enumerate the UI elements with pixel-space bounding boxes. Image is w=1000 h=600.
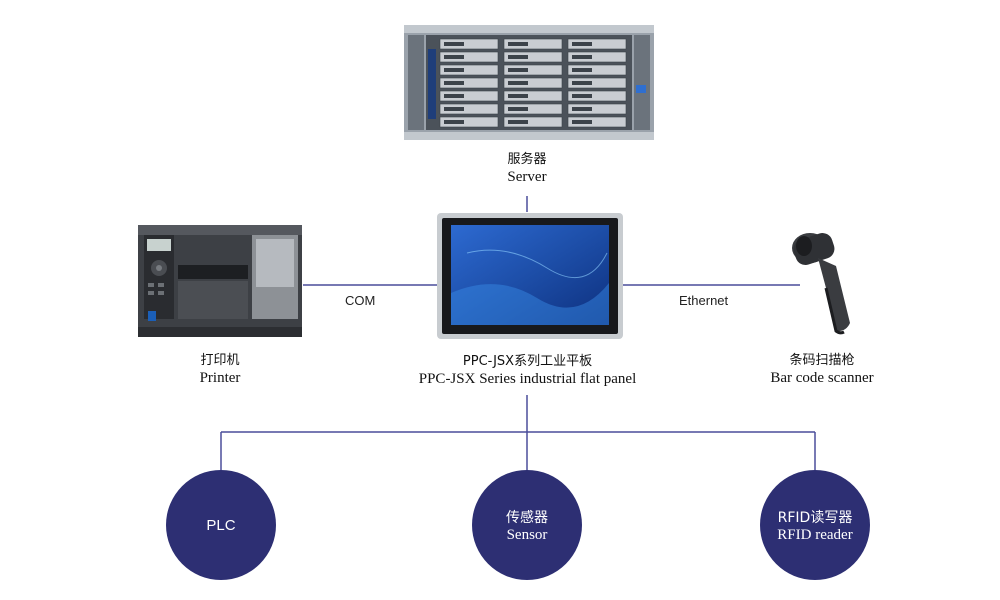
server-label: 服务器 Server (457, 152, 597, 187)
printer-label-en: Printer (199, 370, 241, 387)
panel-label: PPC-JSX系列工业平板 PPC-JSX Series industrial … (390, 354, 665, 389)
barcode-scanner-icon (792, 233, 850, 335)
com-link-label: COM (345, 293, 376, 308)
printer-label-zh: 打印机 (200, 353, 240, 368)
plc-node-label: PLC (206, 516, 236, 534)
scanner-label: 条码扫描枪 Bar code scanner (752, 353, 892, 388)
sensor-node-label-en: Sensor (506, 526, 548, 543)
sensor-node-label-zh: 传感器 (506, 509, 548, 526)
ethernet-link-label: Ethernet (679, 293, 729, 308)
rfid-node: RFID读写器 RFID reader (760, 470, 870, 580)
rfid-node-label-en: RFID reader (777, 526, 853, 543)
printer-icon (138, 225, 302, 337)
plc-node: PLC (166, 470, 276, 580)
flat-panel-icon (437, 213, 623, 339)
panel-label-zh: PPC-JSX系列工业平板 (462, 354, 593, 369)
scanner-label-en: Bar code scanner (770, 370, 874, 387)
server-icon (404, 25, 654, 140)
server-label-en: Server (507, 169, 547, 186)
scanner-label-zh: 条码扫描枪 (789, 353, 855, 368)
server-label-zh: 服务器 (507, 152, 547, 167)
rfid-node-label-zh: RFID读写器 (777, 509, 853, 526)
panel-label-en: PPC-JSX Series industrial flat panel (418, 371, 637, 388)
printer-label: 打印机 Printer (160, 353, 280, 388)
sensor-node: 传感器 Sensor (472, 470, 582, 580)
